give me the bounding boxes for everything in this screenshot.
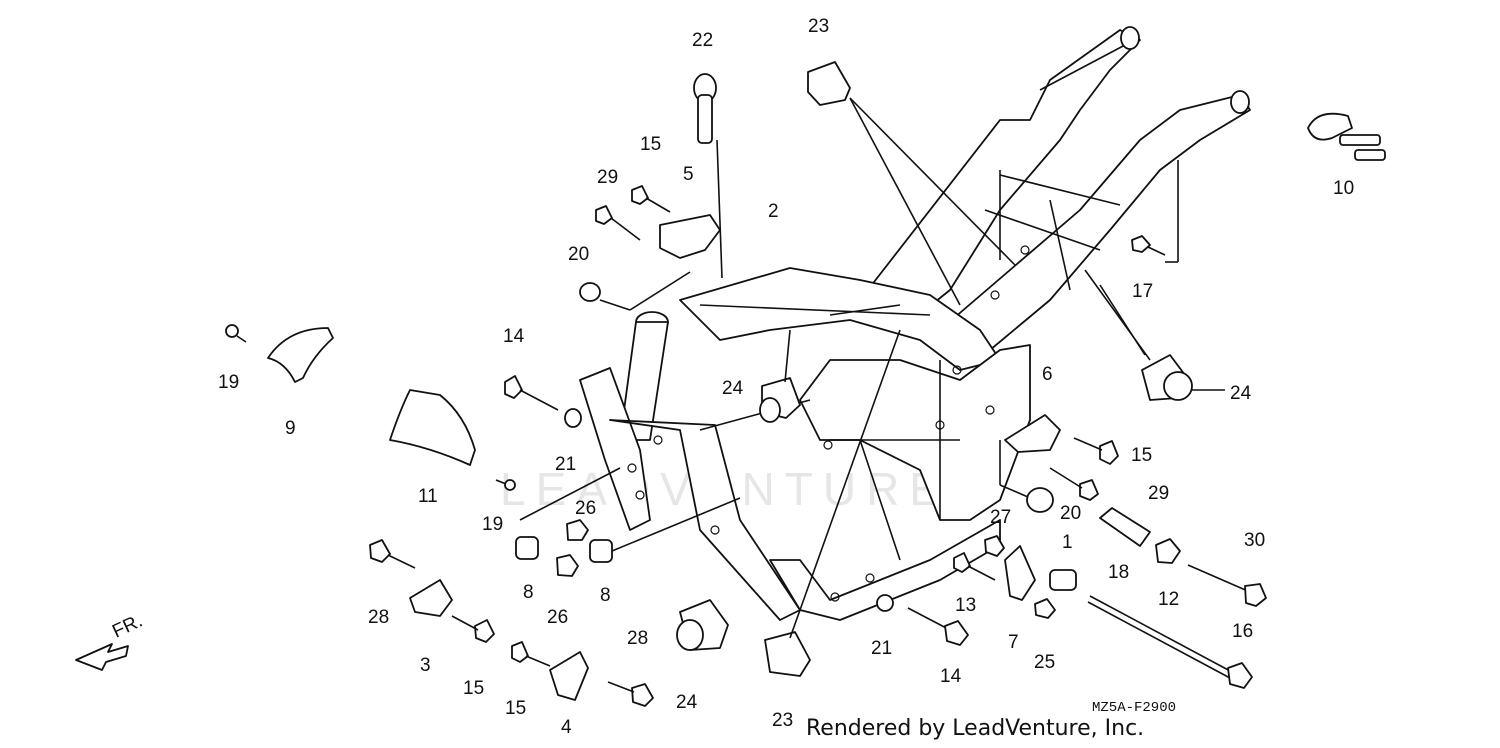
label-part-12: 12 <box>1158 589 1179 610</box>
label-part-30: 30 <box>1244 530 1265 551</box>
label-part-28-left: 28 <box>368 607 389 628</box>
label-part-15-lower: 15 <box>505 698 526 719</box>
front-direction-arrow <box>75 643 129 671</box>
diagram-code: MZ5A-F2900 <box>1092 700 1176 716</box>
part-20-grommet-right[interactable] <box>999 440 1054 513</box>
part-10-key-set[interactable] <box>1307 112 1386 161</box>
label-part-20-left: 20 <box>568 244 589 265</box>
part-19-screw-left[interactable] <box>225 324 247 343</box>
label-part-19-left: 19 <box>218 372 239 393</box>
label-part-8-left: 8 <box>523 582 534 603</box>
credit-text: Rendered by LeadVenture, Inc. <box>806 716 1145 741</box>
part-24-clamp-center[interactable] <box>759 329 801 423</box>
label-part-25: 25 <box>1034 652 1055 673</box>
part-25-nut[interactable] <box>1034 598 1056 619</box>
label-part-22: 22 <box>692 30 713 51</box>
part-21-washer-lower[interactable] <box>876 594 894 612</box>
label-part-23-lower: 23 <box>772 710 793 731</box>
label-part-4: 4 <box>561 717 572 738</box>
label-part-14-lower: 14 <box>940 666 962 687</box>
part-4-bracket[interactable] <box>549 651 589 701</box>
part-28-bolt-left[interactable] <box>369 539 416 569</box>
part-26-nut-upper[interactable] <box>566 519 589 541</box>
part-19-screw-lower[interactable] <box>495 467 621 521</box>
label-part-10: 10 <box>1333 178 1354 199</box>
part-16-long-bolt[interactable] <box>1087 595 1253 689</box>
part-30-bolt[interactable] <box>1187 564 1267 607</box>
part-3-bracket[interactable] <box>409 579 453 617</box>
label-part-16: 16 <box>1232 621 1253 642</box>
label-part-23-upper: 23 <box>808 16 829 37</box>
label-part-5: 5 <box>683 164 694 185</box>
part-23-clamp-lower[interactable] <box>764 329 901 677</box>
label-part-13: 13 <box>955 595 976 616</box>
label-part-29-upper: 29 <box>597 167 618 188</box>
label-part-29-right: 29 <box>1148 483 1169 504</box>
part-23-clamp-upper[interactable] <box>807 61 1016 306</box>
part-9-cover[interactable] <box>267 327 334 383</box>
part-15-bolt-lower[interactable] <box>511 641 551 667</box>
part-14-bolt-left[interactable] <box>504 375 559 411</box>
part-7-plate[interactable] <box>1004 545 1036 601</box>
part-18-collar[interactable] <box>1099 507 1151 547</box>
part-26-nut-lower[interactable] <box>556 554 579 577</box>
label-part-18: 18 <box>1108 562 1129 583</box>
label-part-21-lower: 21 <box>871 638 892 659</box>
label-part-2: 2 <box>768 201 779 222</box>
label-part-1: 1 <box>1062 532 1073 553</box>
part-8-collar-left[interactable] <box>515 536 539 560</box>
label-part-15-left: 15 <box>463 678 484 699</box>
part-15-bolt-left[interactable] <box>451 615 495 643</box>
label-part-15-upper: 15 <box>640 134 661 155</box>
main-frame[interactable] <box>579 26 1251 621</box>
part-24-clamp-lower[interactable] <box>676 599 729 651</box>
label-part-27: 27 <box>990 507 1011 528</box>
part-12-nut[interactable] <box>1155 538 1181 564</box>
label-part-20-right: 20 <box>1060 503 1081 524</box>
front-direction-label: FR. <box>109 611 146 643</box>
part-24-clamp-right[interactable] <box>1084 269 1225 401</box>
label-part-24-center: 24 <box>722 378 744 399</box>
part-6-bracket[interactable] <box>1004 414 1061 453</box>
part-17-bolt[interactable] <box>1131 160 1179 263</box>
label-part-6: 6 <box>1042 364 1053 385</box>
label-part-15-right: 15 <box>1131 445 1152 466</box>
part-28-bolt-lower[interactable] <box>607 681 654 707</box>
label-part-26-upper: 26 <box>575 498 596 519</box>
label-part-21-left: 21 <box>555 454 576 475</box>
label-part-17: 17 <box>1132 281 1153 302</box>
label-part-7: 7 <box>1008 632 1019 653</box>
part-1-collar[interactable] <box>1049 569 1077 591</box>
part-29-bolt-upper[interactable] <box>595 205 641 241</box>
part-29-bolt-right[interactable] <box>1049 467 1099 501</box>
label-part-24-lower: 24 <box>676 692 698 713</box>
label-part-11: 11 <box>418 486 438 507</box>
label-part-3: 3 <box>420 655 431 676</box>
part-13-bolt[interactable] <box>953 552 996 581</box>
part-14-bolt-lower[interactable] <box>907 607 969 646</box>
part-22-clamp[interactable] <box>693 73 723 279</box>
part-21-washer-left[interactable] <box>564 408 582 428</box>
part-8-collar-right[interactable] <box>589 497 741 563</box>
part-20-grommet-left[interactable] <box>579 271 691 311</box>
label-part-26-lower: 26 <box>547 607 568 628</box>
part-27-nut[interactable] <box>984 535 1005 557</box>
label-part-24-right: 24 <box>1230 383 1252 404</box>
label-part-9: 9 <box>285 418 296 439</box>
part-15-bolt-upper[interactable] <box>631 185 671 213</box>
part-15-bolt-right[interactable] <box>1073 437 1119 465</box>
label-part-19-lower: 19 <box>482 514 503 535</box>
label-part-28-lower: 28 <box>627 628 648 649</box>
part-5-bracket[interactable] <box>659 214 721 259</box>
label-part-14-left: 14 <box>503 326 525 347</box>
label-part-8-right: 8 <box>600 585 611 606</box>
part-11-cover[interactable] <box>389 389 476 466</box>
